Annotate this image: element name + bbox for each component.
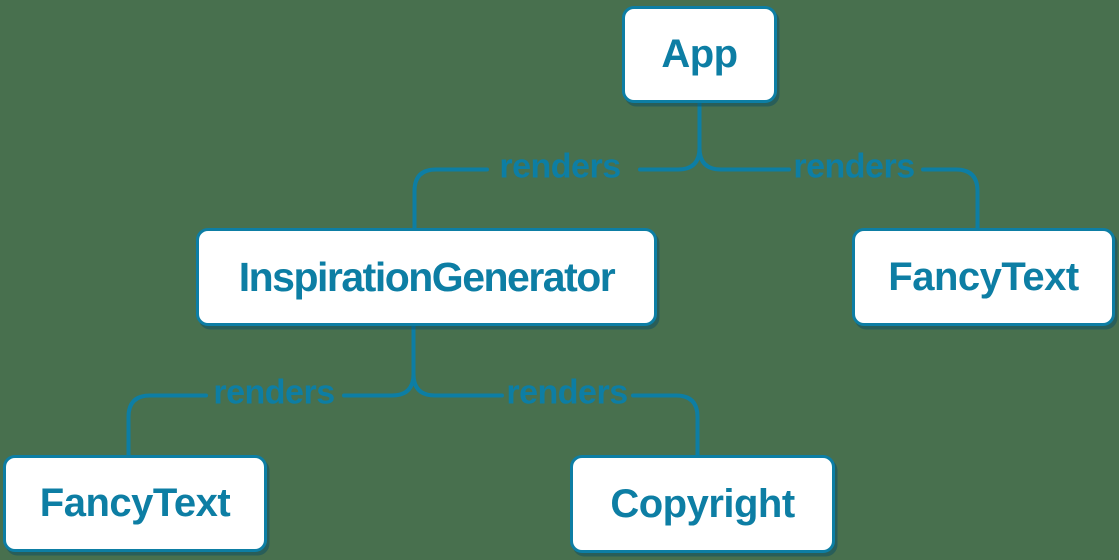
edge-label-inspirationgenerator-copyright: renders (506, 373, 628, 412)
tree-node-fancy-text-bottom: FancyText (3, 455, 267, 552)
edge-label-app-fancytext: renders (793, 147, 915, 186)
tree-node-app: App (622, 6, 777, 103)
edge-label-app-inspirationgenerator: renders (499, 147, 621, 186)
tree-node-fancy-text-bottom-label: FancyText (39, 481, 231, 525)
edge-label-inspirationgenerator-fancytext: renders (213, 373, 335, 412)
tree-node-copyright: Copyright (570, 455, 835, 553)
tree-node-fancy-text-top: FancyText (852, 228, 1115, 326)
tree-node-inspiration-generator: InspirationGenerator (196, 228, 657, 326)
tree-node-app-label: App (661, 32, 738, 76)
tree-node-copyright-label: Copyright (610, 481, 795, 526)
edge-app-fancytext-line (697, 101, 980, 230)
edge-inspirationgenerator-copyright-line (411, 324, 700, 457)
tree-node-fancy-text-top-label: FancyText (888, 254, 1079, 299)
tree-node-inspiration-generator-label: InspirationGenerator (238, 253, 616, 300)
